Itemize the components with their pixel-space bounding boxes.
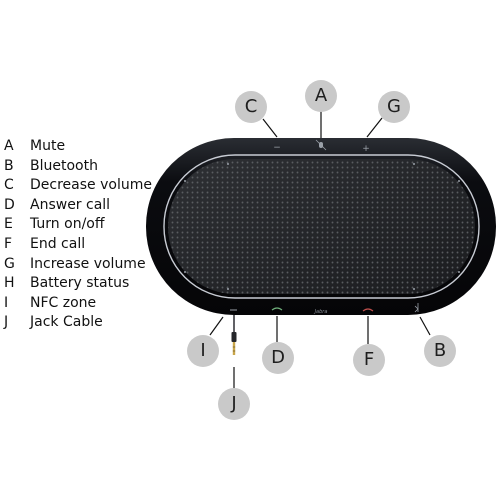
led-dot (227, 163, 229, 165)
callout-f: F (353, 344, 385, 376)
callout-leader-lines (209, 111, 431, 388)
led-dot (184, 271, 186, 273)
end-call-icon[interactable] (362, 308, 374, 312)
bluetooth-icon[interactable] (414, 303, 419, 313)
legend-item-answer-call: D Answer call (4, 196, 152, 216)
legend-item-decrease-volume: C Decrease volume (4, 176, 152, 196)
callout-c: C (235, 91, 267, 123)
led-dot (184, 180, 186, 182)
legend-key: E (4, 216, 13, 233)
jack-cable (231, 315, 237, 355)
volume-up-button[interactable]: + (362, 144, 370, 154)
led-dot (458, 271, 460, 273)
legend-item-mute: A Mute (4, 137, 152, 157)
legend-key: H (4, 275, 15, 292)
answer-call-icon[interactable] (271, 307, 283, 311)
legend-item-end-call: F End call (4, 235, 152, 255)
leader-line-g (366, 117, 383, 138)
led-dot (413, 163, 415, 165)
legend-label: Turn on/off (30, 216, 105, 233)
jack-plug-body (231, 332, 237, 342)
legend-key: I (4, 294, 9, 311)
legend-label: Increase volume (30, 255, 146, 272)
legend-key: C (4, 177, 14, 194)
legend-label: End call (30, 235, 86, 252)
mute-icon[interactable] (315, 139, 327, 151)
led-dot (413, 288, 415, 290)
status-leds (184, 163, 460, 290)
legend-key: J (4, 314, 9, 331)
callout-d: D (262, 342, 294, 374)
leader-line-c (262, 118, 278, 138)
legend-item-jack-cable: J Jack Cable (4, 313, 152, 333)
callout-a: A (305, 80, 337, 112)
led-dot (458, 180, 460, 182)
legend-label: Bluetooth (30, 157, 98, 174)
callout-b: B (424, 335, 456, 367)
legend-label: NFC zone (30, 294, 97, 311)
leader-line-b (419, 316, 431, 336)
legend-label: Mute (30, 138, 66, 154)
legend-item-turn-on-off: E Turn on/off (4, 215, 152, 235)
legend-label: Battery status (30, 275, 130, 292)
jack-plug-tip (232, 342, 236, 355)
callout-i: I (187, 335, 219, 367)
legend-key: B (4, 157, 14, 174)
legend: A Mute B Bluetooth C Decrease volume D Answe… (4, 137, 152, 333)
chrome-rim (163, 154, 480, 299)
legend-item-bluetooth: B Bluetooth (4, 157, 152, 177)
legend-key: G (4, 255, 15, 272)
legend-label: Jack Cable (30, 314, 103, 331)
legend-key: D (4, 196, 15, 213)
led-dot (227, 288, 229, 290)
legend-label: Answer call (30, 196, 111, 213)
callout-g: G (378, 91, 410, 123)
volume-down-button[interactable]: − (273, 143, 281, 153)
leader-line-i (209, 316, 224, 336)
legend-key: F (4, 235, 13, 252)
callout-j: J (218, 388, 250, 420)
legend-item-battery-status: H Battery status (4, 274, 152, 294)
legend-item-increase-volume: G Increase volume (4, 255, 152, 275)
legend-key: A (4, 138, 14, 154)
brand-logo: Jabra (314, 309, 328, 315)
grille-perforations (168, 159, 475, 294)
legend-label: Decrease volume (30, 177, 152, 194)
legend-item-nfc-zone: I NFC zone (4, 294, 152, 314)
